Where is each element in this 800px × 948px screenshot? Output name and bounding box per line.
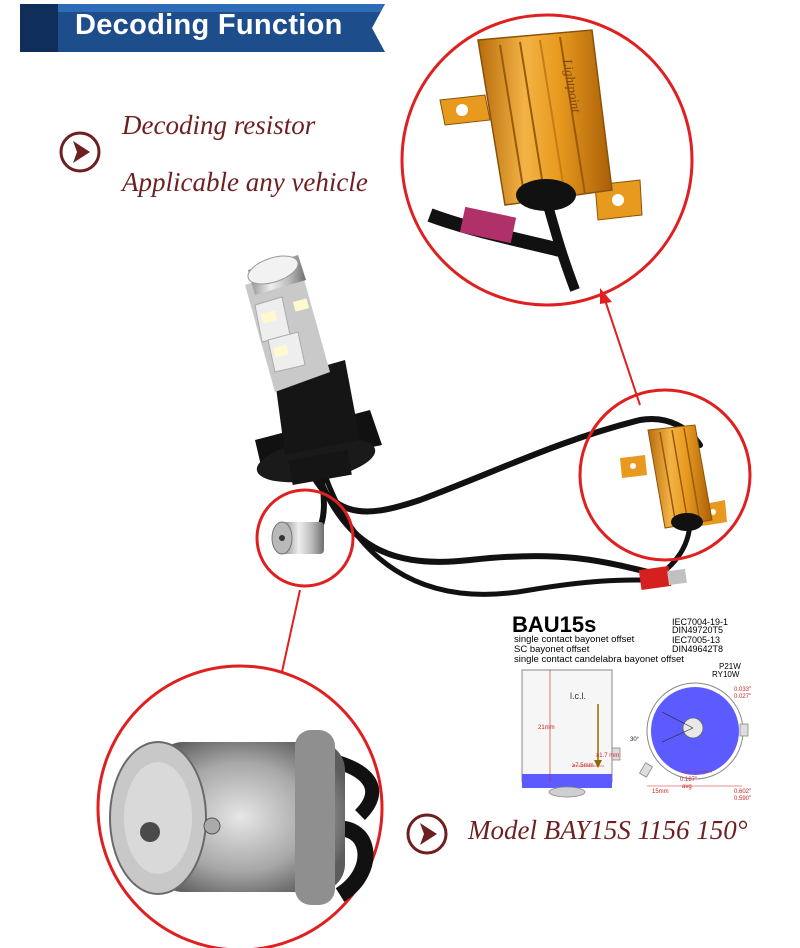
spec-pin-offset: ≥1.7 mm <box>596 753 620 759</box>
feature-decoding-resistor: Decoding resistor <box>122 110 316 140</box>
spec-standard-4: DIN49642T8 <box>672 644 724 654</box>
spec-lamp-code-2: RY10W <box>712 670 740 679</box>
spec-inch-d: 0.033" <box>734 687 752 693</box>
spec-diameter: 15mm <box>652 789 669 795</box>
spec-inch-e: 0.027" <box>734 694 752 700</box>
spec-inch-a: 0.187" <box>680 777 698 783</box>
spec-standard-2: DIN49720T5 <box>672 625 724 635</box>
feature-applicable-vehicle: Applicable any vehicle <box>122 167 368 197</box>
chevron-right-icon <box>59 131 101 173</box>
resistor-large <box>427 29 643 292</box>
spec-angle: 30° <box>630 737 640 743</box>
spec-min-depth: ≥7.5mm <box>572 763 594 769</box>
spec-drawing <box>521 669 749 798</box>
bay15s-base-small <box>271 521 324 555</box>
resistor-small <box>620 424 727 531</box>
spec-inch-c: 0.590" <box>734 796 752 802</box>
spec-standard-3: IEC7005-13 <box>672 635 721 645</box>
spec-desc-2: SC bayonet offset <box>514 644 590 655</box>
spec-sheet: BAU15s IEC7004-19-1 DIN49720T5 IEC7005-1… <box>512 612 762 807</box>
led-bulb <box>245 255 382 486</box>
banner-title: Decoding Function <box>75 9 343 41</box>
spec-length: 21mm <box>538 725 555 731</box>
spec-lamp-code-1: P21W <box>719 662 741 671</box>
arrow-to-resistor-zoom <box>604 299 641 406</box>
model-text: Model BAY15S 1156 150° <box>468 815 748 845</box>
spec-lcl: l.c.l. <box>570 691 587 701</box>
spade-connector <box>638 566 687 590</box>
spec-desc-3: single contact candelabra bayonet offset <box>514 654 684 665</box>
chevron-right-icon <box>406 813 448 855</box>
header-banner: Decoding Function <box>0 0 800 56</box>
spec-desc-1: single contact bayonet offset <box>514 634 635 645</box>
circle-small-resistor <box>578 388 752 562</box>
spec-inch-b: 0.602" <box>734 789 752 795</box>
spec-inch-a-label: avg <box>682 784 692 790</box>
banner-shape <box>0 0 792 56</box>
circle-small-base <box>255 488 355 588</box>
spec-standard-1: IEC7004-19-1 <box>672 617 729 627</box>
bay15s-base-large <box>109 730 380 905</box>
spec-title: BAU15s <box>512 612 597 637</box>
